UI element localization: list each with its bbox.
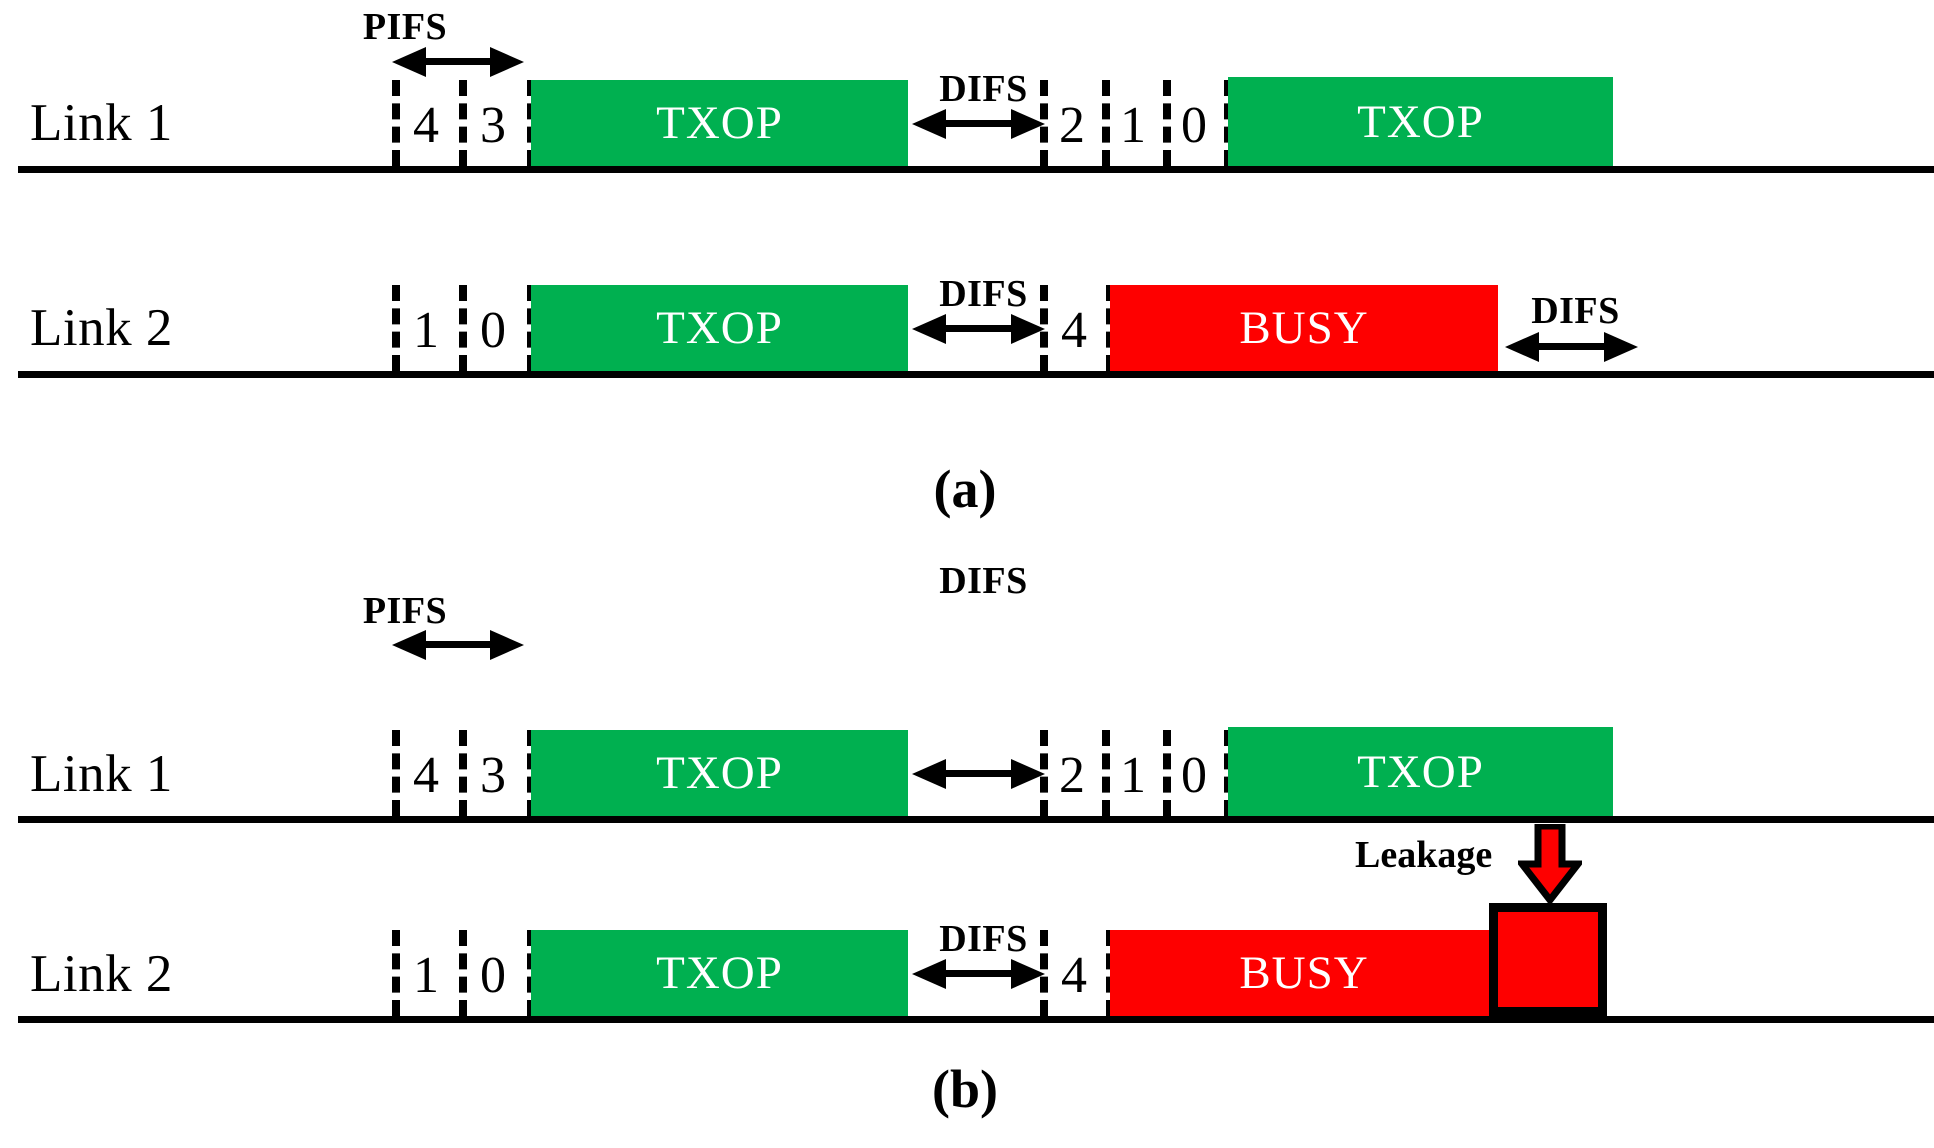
ifs-arrow-difs-a-link2 xyxy=(912,312,1045,346)
slot-divider xyxy=(459,285,467,371)
backoff-counter: 4 xyxy=(413,97,439,154)
slot-divider xyxy=(392,285,400,371)
leakage-box xyxy=(1489,903,1607,1016)
timeline-baseline-a-link2 xyxy=(18,371,1934,378)
backoff-counter: 4 xyxy=(413,747,439,804)
slot-divider xyxy=(459,80,467,166)
ifs-arrow-difs-a-link2-trailing xyxy=(1505,330,1638,364)
txop-box: TXOP xyxy=(531,80,908,166)
backoff-counter: 0 xyxy=(480,302,506,359)
backoff-counter: 4 xyxy=(1061,302,1087,359)
ifs-label-difs-a-link2: DIFS xyxy=(939,273,1028,315)
row-label-b-link2: Link 2 xyxy=(30,945,173,1003)
backoff-counter: 0 xyxy=(480,947,506,1004)
leakage-label: Leakage xyxy=(1355,834,1493,876)
backoff-counter: 1 xyxy=(413,302,439,359)
slot-divider xyxy=(1163,730,1171,816)
slot-divider xyxy=(392,930,400,1016)
row-label-a-link1: Link 1 xyxy=(30,94,173,152)
slot-divider xyxy=(459,730,467,816)
slot-divider xyxy=(1163,80,1171,166)
txop-box: TXOP xyxy=(531,730,908,816)
txop-box: TXOP xyxy=(531,285,908,371)
ifs-label-difs-b-link2: DIFS xyxy=(939,918,1028,960)
slot-divider xyxy=(1040,80,1048,166)
backoff-counter: 2 xyxy=(1059,97,1085,154)
ifs-arrow-pifs-b-link1 xyxy=(392,628,524,662)
ifs-arrow-difs-b-link2 xyxy=(912,957,1045,991)
txop-box: TXOP xyxy=(1228,77,1613,166)
backoff-counter: 4 xyxy=(1061,947,1087,1004)
backoff-counter: 1 xyxy=(1120,747,1146,804)
leakage-down-arrow-icon xyxy=(1518,824,1582,904)
slot-divider xyxy=(392,80,400,166)
backoff-counter: 1 xyxy=(1120,97,1146,154)
slot-divider xyxy=(1102,730,1110,816)
timeline-baseline-b-link1 xyxy=(18,816,1934,823)
txop-box: TXOP xyxy=(1228,727,1613,816)
slot-divider xyxy=(1040,285,1048,371)
slot-divider xyxy=(459,930,467,1016)
backoff-counter: 3 xyxy=(480,97,506,154)
ifs-label-pifs-a-link1: PIFS xyxy=(362,6,448,48)
ifs-arrow-pifs-a-link1 xyxy=(392,45,524,79)
busy-box: BUSY xyxy=(1110,930,1498,1016)
slot-divider xyxy=(392,730,400,816)
slot-divider xyxy=(1040,730,1048,816)
timeline-baseline-a-link1 xyxy=(18,166,1934,173)
timeline-baseline-b-link2 xyxy=(18,1016,1934,1023)
ifs-label-difs-b-link1: DIFS xyxy=(939,560,1028,602)
busy-box: BUSY xyxy=(1110,285,1498,371)
ifs-label-pifs-b-link1: PIFS xyxy=(362,590,448,632)
txop-box: TXOP xyxy=(531,930,908,1016)
backoff-counter: 0 xyxy=(1181,97,1207,154)
backoff-counter: 1 xyxy=(413,947,439,1004)
slot-divider xyxy=(1040,930,1048,1016)
panel-caption-b: (b) xyxy=(932,1059,998,1119)
row-label-b-link1: Link 1 xyxy=(30,745,173,803)
slot-divider xyxy=(1102,80,1110,166)
panel-caption-a: (a) xyxy=(933,459,997,519)
ifs-label-difs-a-link2-trailing: DIFS xyxy=(1531,290,1620,332)
backoff-counter: 2 xyxy=(1059,747,1085,804)
row-label-a-link2: Link 2 xyxy=(30,299,173,357)
ifs-arrow-difs-b-link1 xyxy=(912,757,1045,791)
ifs-label-difs-a-link1: DIFS xyxy=(939,68,1028,110)
backoff-counter: 0 xyxy=(1181,747,1207,804)
ifs-arrow-difs-a-link1 xyxy=(912,107,1045,141)
backoff-counter: 3 xyxy=(480,747,506,804)
